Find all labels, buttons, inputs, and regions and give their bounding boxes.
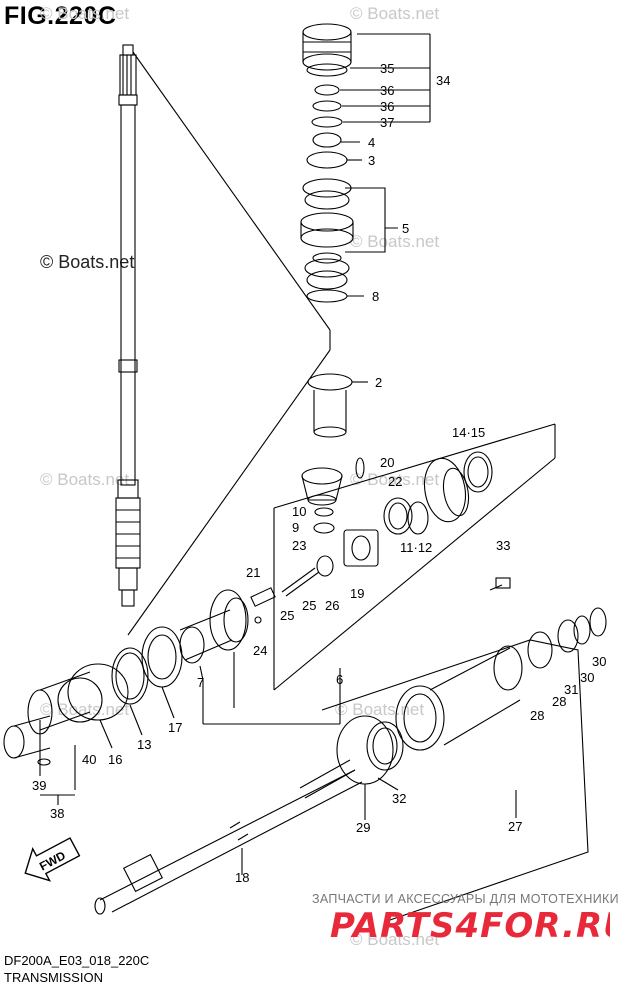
section-name: TRANSMISSION [4,970,103,985]
watermark: © Boats.net [40,4,130,23]
watermark: © Boats.net [40,470,130,489]
callout-36: 36 [380,99,394,114]
callout-30: 30 [592,654,606,669]
callout-6: 6 [336,672,343,687]
callout-30: 30 [580,670,594,685]
watermark: © Boats.net [350,232,440,251]
callout-5: 5 [402,221,409,236]
callout-40: 40 [82,752,96,767]
parts-logo: PARTS4FOR.RU [330,905,620,950]
callout-9: 9 [292,520,299,535]
callout-13: 13 [137,737,151,752]
parts-caption: ЗАПЧАСТИ И АКСЕССУАРЫ ДЛЯ МОТОТЕХНИКИ [312,892,619,906]
callout-25: 25 [280,608,294,623]
callout-19: 19 [350,586,364,601]
callout-20: 20 [380,455,394,470]
callout-25: 25 [302,598,316,613]
callout-11-12: 11·12 [400,540,432,555]
callout-labels: 35 34 36 36 37 4 3 5 8 2 14·15 20 22 10 … [32,61,606,885]
watermark: © Boats.net [40,700,130,719]
callout-21: 21 [246,565,260,580]
callout-36: 36 [380,83,394,98]
callout-33: 33 [496,538,510,553]
callout-18: 18 [235,870,249,885]
copyright-notice: © Boats.net [40,252,135,272]
callout-34: 34 [436,73,450,88]
callout-16: 16 [108,752,122,767]
callout-35: 35 [380,61,394,76]
callout-31: 31 [564,682,578,697]
watermark: © Boats.net [350,930,440,949]
forward-direction-arrow: FWD [24,837,81,882]
callout-2: 2 [375,375,382,390]
callout-29: 29 [356,820,370,835]
pinion-gear[interactable] [301,467,343,534]
bearing-housing[interactable] [3,663,129,766]
callout-23: 23 [292,538,306,553]
callout-28: 28 [530,708,544,723]
clutch-dog[interactable] [316,529,379,577]
callout-38: 38 [50,806,64,821]
callout-26: 26 [325,598,339,613]
pinion-bearing-stack[interactable] [300,23,354,303]
callout-37: 37 [380,115,394,130]
callout-10: 10 [292,504,306,519]
parts-logo-text: PARTS4FOR.RU [330,906,610,945]
callout-24: 24 [253,643,267,658]
forward-gear[interactable] [420,451,493,525]
callout-32: 32 [392,791,406,806]
callout-39: 39 [32,778,46,793]
reverse-gear[interactable] [179,589,249,664]
shaft-housing[interactable] [321,639,589,921]
callout-7: 7 [197,675,204,690]
callout-14-15: 14·15 [452,425,485,440]
propeller-shaft[interactable] [94,759,363,915]
callout-27: 27 [508,819,522,834]
callout-22: 22 [388,474,402,489]
callout-4: 4 [368,135,375,150]
watermark: © Boats.net [335,700,425,719]
callout-3: 3 [368,153,375,168]
watermark: © Boats.net [350,470,440,489]
callout-28: 28 [552,694,566,709]
sleeve[interactable] [307,373,353,438]
callout-8: 8 [372,289,379,304]
diagram-code: DF200A_E03_018_220C [4,953,150,968]
drive-shaft[interactable] [115,44,141,607]
callout-17: 17 [168,720,182,735]
figure-title: FIG.220C [4,2,117,30]
watermark: © Boats.net [350,4,440,23]
